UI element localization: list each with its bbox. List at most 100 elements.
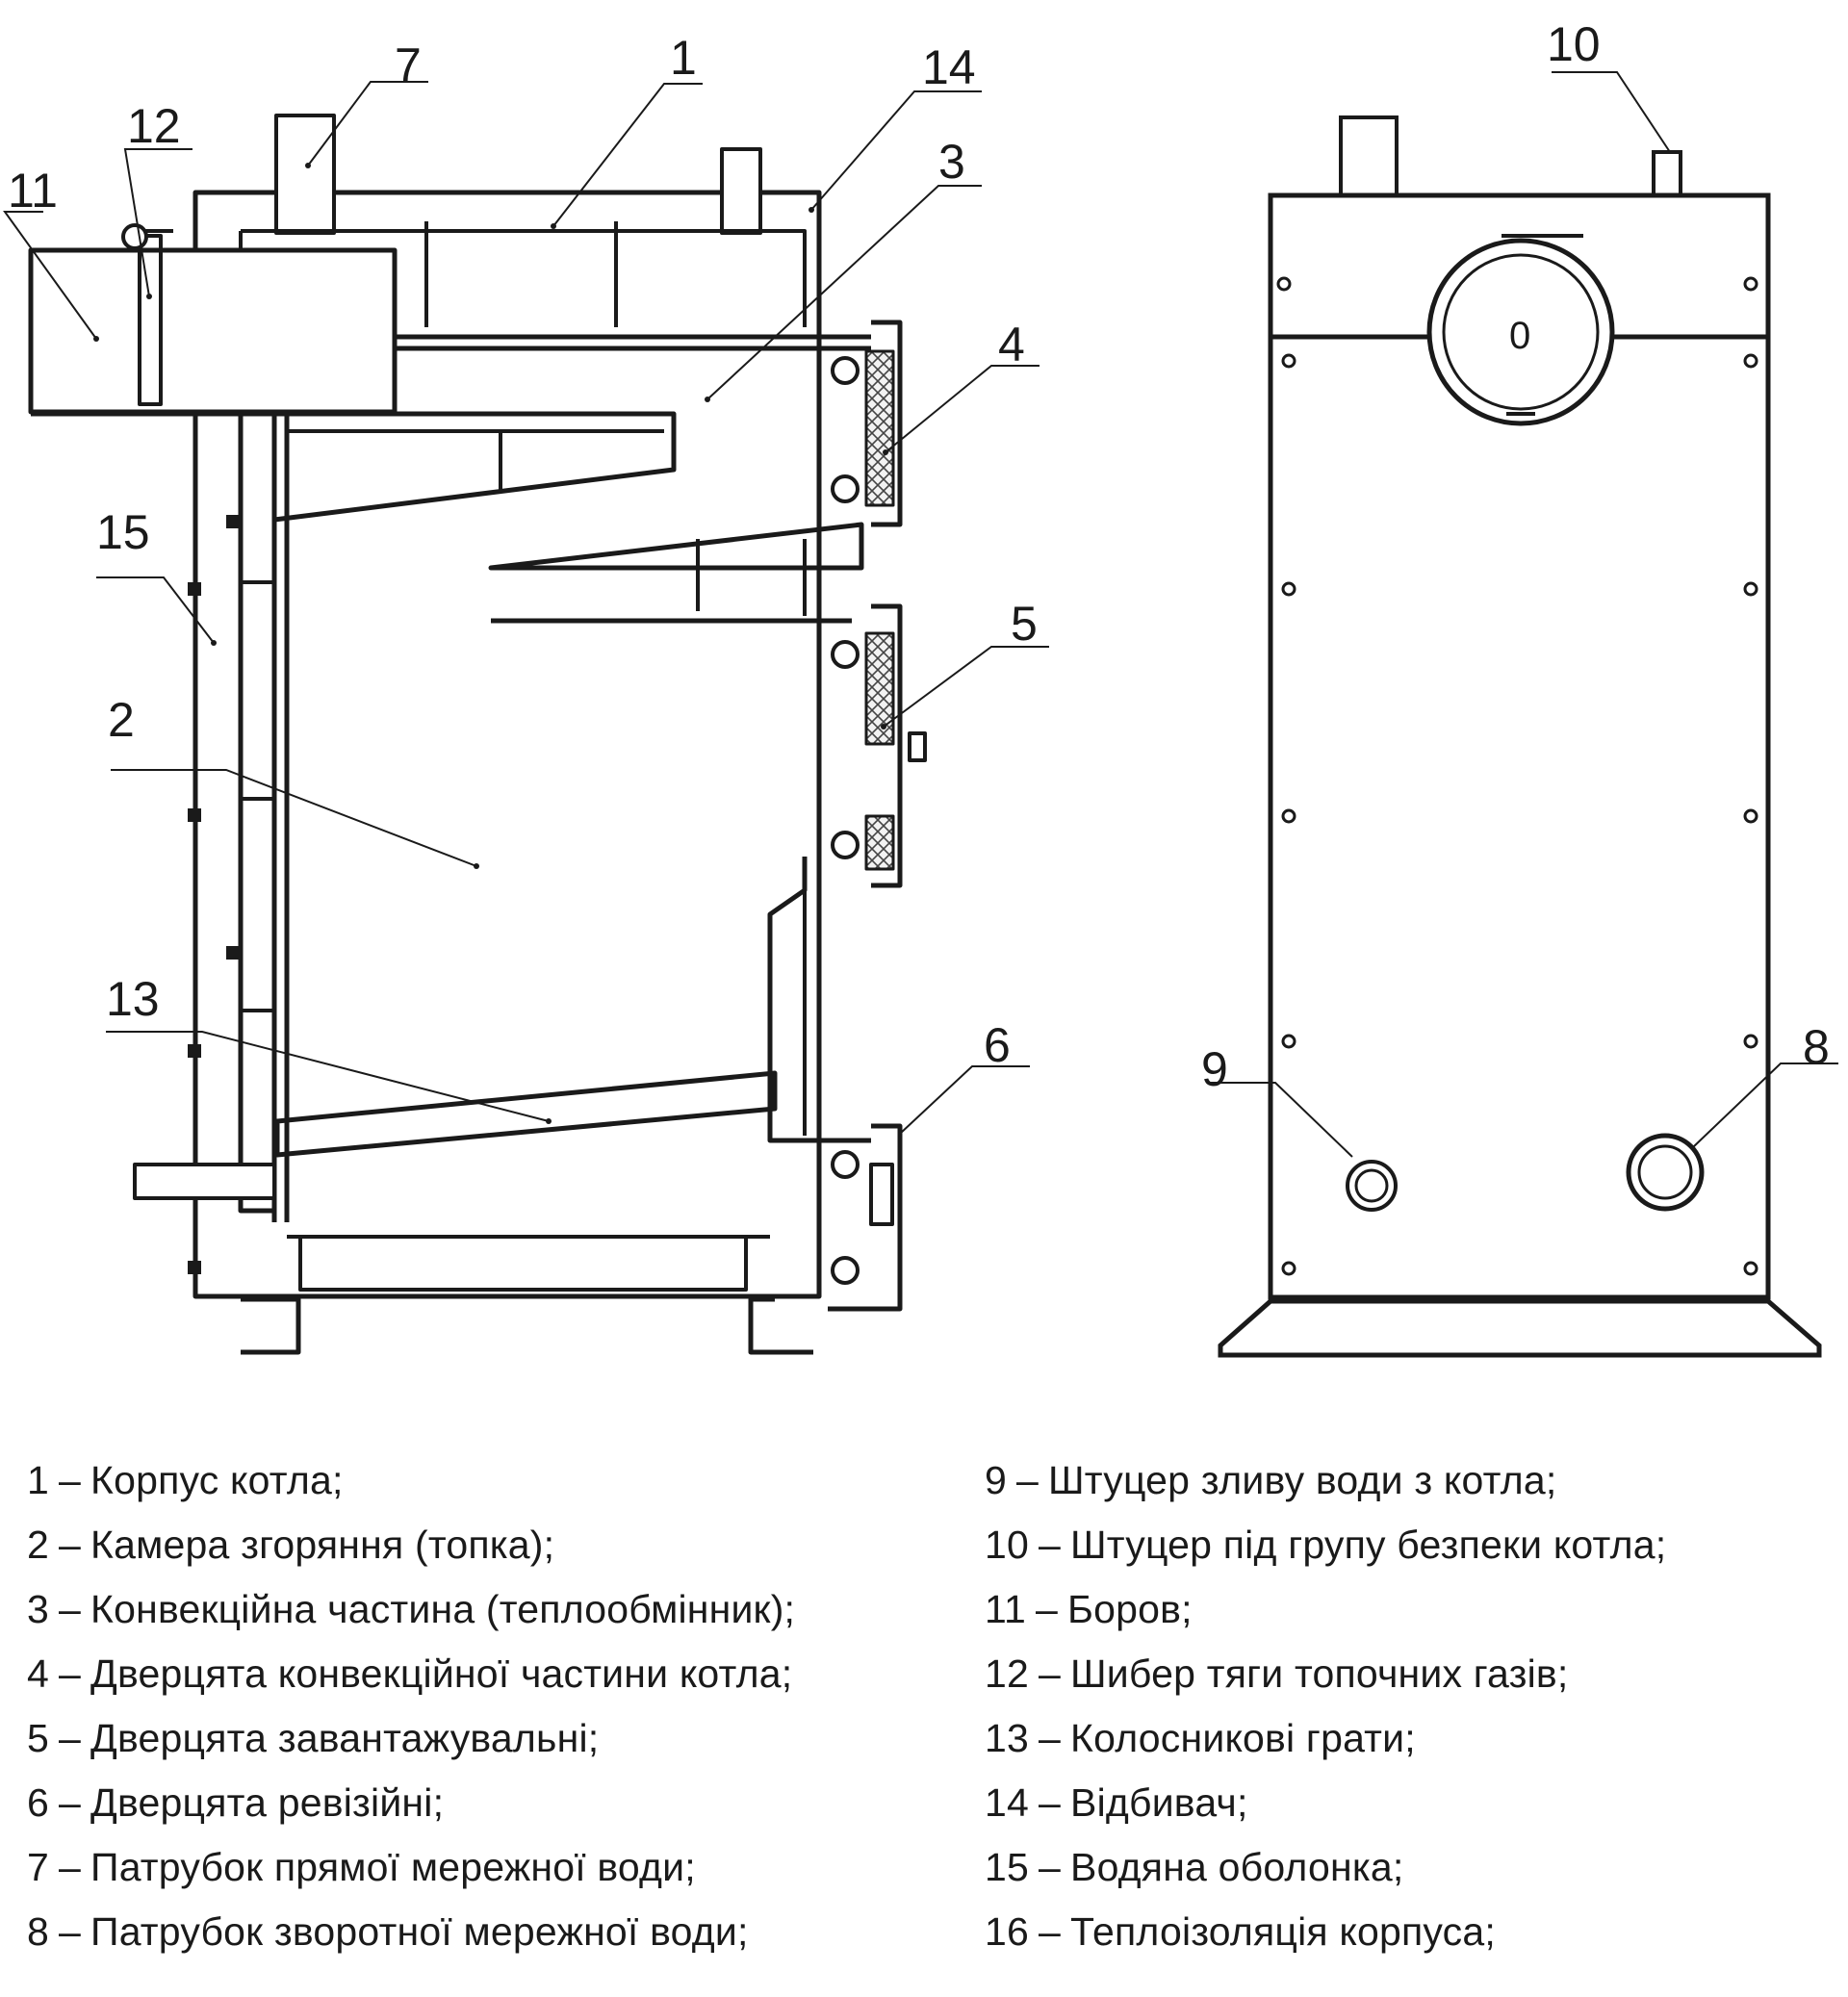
legend-text: Дверцята завантажувальні; <box>90 1716 600 1760</box>
legend-number: 4 <box>27 1651 50 1696</box>
legend-number: 12 <box>985 1651 1030 1696</box>
legend-number: 5 <box>27 1716 50 1760</box>
legend-item: 13–Колосникові грати; <box>985 1706 1848 1771</box>
legend-dash: – <box>59 1909 82 1954</box>
flue-duct <box>28 247 398 415</box>
baffle-upper <box>273 411 677 523</box>
inner-body <box>271 334 871 1222</box>
legend-text: Шибер тяги топочних газів; <box>1070 1651 1569 1696</box>
legend-right: 9–Штуцер зливу води з котла;10–Штуцер пі… <box>985 1448 1848 1964</box>
callout-14: 14 <box>922 40 976 94</box>
legend-number: 9 <box>985 1458 1008 1502</box>
legend-item: 4–Дверцята конвекційної частини котла; <box>27 1642 951 1706</box>
legend-item: 10–Штуцер під групу безпеки котла; <box>985 1513 1848 1577</box>
legend-text: Камера згоряння (топка); <box>90 1523 555 1567</box>
legend-number: 11 <box>985 1587 1026 1631</box>
grate <box>274 1070 778 1158</box>
callout-6: 6 <box>984 1018 1011 1072</box>
feet <box>241 1296 813 1355</box>
legend-text: Теплоізоляція корпуса; <box>1070 1909 1496 1954</box>
callout-2: 2 <box>108 693 135 747</box>
legend-number: 6 <box>27 1780 50 1825</box>
callout-3: 3 <box>938 135 965 189</box>
legend-dash: – <box>59 1458 82 1502</box>
legend-item: 11–Боров; <box>985 1577 1848 1642</box>
legend-number: 1 <box>27 1458 50 1502</box>
legend-number: 10 <box>985 1523 1030 1567</box>
legend-dash: – <box>59 1587 82 1631</box>
legend-number: 15 <box>985 1845 1030 1889</box>
legend-number: 8 <box>27 1909 50 1954</box>
rear-view: 0 <box>1218 115 1822 1358</box>
top-chamber <box>239 229 807 327</box>
legend-number: 3 <box>27 1587 50 1631</box>
legend-number: 13 <box>985 1716 1030 1760</box>
callout-9: 9 <box>1201 1042 1228 1096</box>
legend-text: Дверцята ревізійні; <box>90 1780 445 1825</box>
callout-12: 12 <box>127 99 181 153</box>
legend-text: Боров; <box>1066 1587 1193 1631</box>
damper <box>138 234 163 406</box>
legend-item: 15–Водяна оболонка; <box>985 1835 1848 1900</box>
callout-15: 15 <box>96 505 150 559</box>
leader-lines-rear <box>1208 71 1838 1158</box>
legend-text: Штуцер зливу води з котла; <box>1048 1458 1557 1502</box>
legend-number: 7 <box>27 1845 50 1889</box>
legend-item: 6–Дверцята ревізійні; <box>27 1771 951 1835</box>
legend-text: Патрубок зворотної мережної води; <box>90 1909 749 1954</box>
callout-11: 11 <box>8 164 58 218</box>
legend-item: 1–Корпус котла; <box>27 1448 951 1513</box>
callout-8: 8 <box>1803 1020 1830 1074</box>
rear-supply-pipe <box>1339 115 1399 197</box>
leader-dots-side <box>93 163 888 1124</box>
legend-dash: – <box>59 1651 82 1696</box>
legend-number: 2 <box>27 1523 50 1567</box>
legend-dash: – <box>1016 1458 1040 1502</box>
legend-item: 3–Конвекційна частина (теплообмінник); <box>27 1577 951 1642</box>
callout-1: 1 <box>670 31 697 85</box>
flue-marker: 0 <box>1509 315 1530 357</box>
legend-item: 5–Дверцята завантажувальні; <box>27 1706 951 1771</box>
rear-casing <box>1268 192 1771 1300</box>
legend-item: 16–Теплоізоляція корпуса; <box>985 1900 1848 1964</box>
legend-dash: – <box>1039 1909 1062 1954</box>
inspection-door <box>828 1123 903 1312</box>
legend-dash: – <box>1035 1587 1058 1631</box>
legend-text: Штуцер під групу безпеки котла; <box>1070 1523 1667 1567</box>
legend-text: Корпус котла; <box>90 1458 344 1502</box>
legend-dash: – <box>1039 1780 1062 1825</box>
legend-item: 9–Штуцер зливу води з котла; <box>985 1448 1848 1513</box>
baffle-lower <box>488 522 864 571</box>
side-section-view <box>28 114 927 1355</box>
callout-10: 10 <box>1547 17 1601 71</box>
legend-number: 16 <box>985 1909 1030 1954</box>
legend-number: 14 <box>985 1780 1030 1825</box>
convection-door <box>831 320 903 527</box>
legend-dash: – <box>59 1716 82 1760</box>
safety-fitting <box>1652 150 1682 197</box>
return-fitting <box>1626 1133 1705 1212</box>
boiler-diagram: 1 7 14 3 4 5 6 11 12 15 2 13 0 <box>3 17 1838 1358</box>
rear-base <box>1218 1298 1822 1358</box>
loading-door <box>831 603 927 888</box>
legend-text: Водяна оболонка; <box>1070 1845 1404 1889</box>
legend-dash: – <box>1039 1651 1062 1696</box>
callout-4: 4 <box>998 318 1025 371</box>
drain-fitting <box>1346 1160 1398 1212</box>
legend-item: 2–Камера згоряння (топка); <box>27 1513 951 1577</box>
callout-13: 13 <box>106 972 160 1026</box>
legend-text: Патрубок прямої мережної води; <box>90 1845 696 1889</box>
legend-dash: – <box>59 1780 82 1825</box>
legend-item: 7–Патрубок прямої мережної води; <box>27 1835 951 1900</box>
legend-left: 1–Корпус котла;2–Камера згоряння (топка)… <box>27 1448 951 1964</box>
legend-item: 14–Відбивач; <box>985 1771 1848 1835</box>
boiler-casing <box>192 190 822 1299</box>
safety-pipe <box>720 147 762 235</box>
legend-dash: – <box>59 1523 82 1567</box>
legend-dash: – <box>1039 1716 1062 1760</box>
supply-pipe <box>274 114 336 235</box>
legend-text: Дверцята конвекційної частини котла; <box>90 1651 793 1696</box>
legend-dash: – <box>59 1845 82 1889</box>
leader-lines-side <box>3 81 1049 1135</box>
legend-text: Відбивач; <box>1070 1780 1248 1825</box>
